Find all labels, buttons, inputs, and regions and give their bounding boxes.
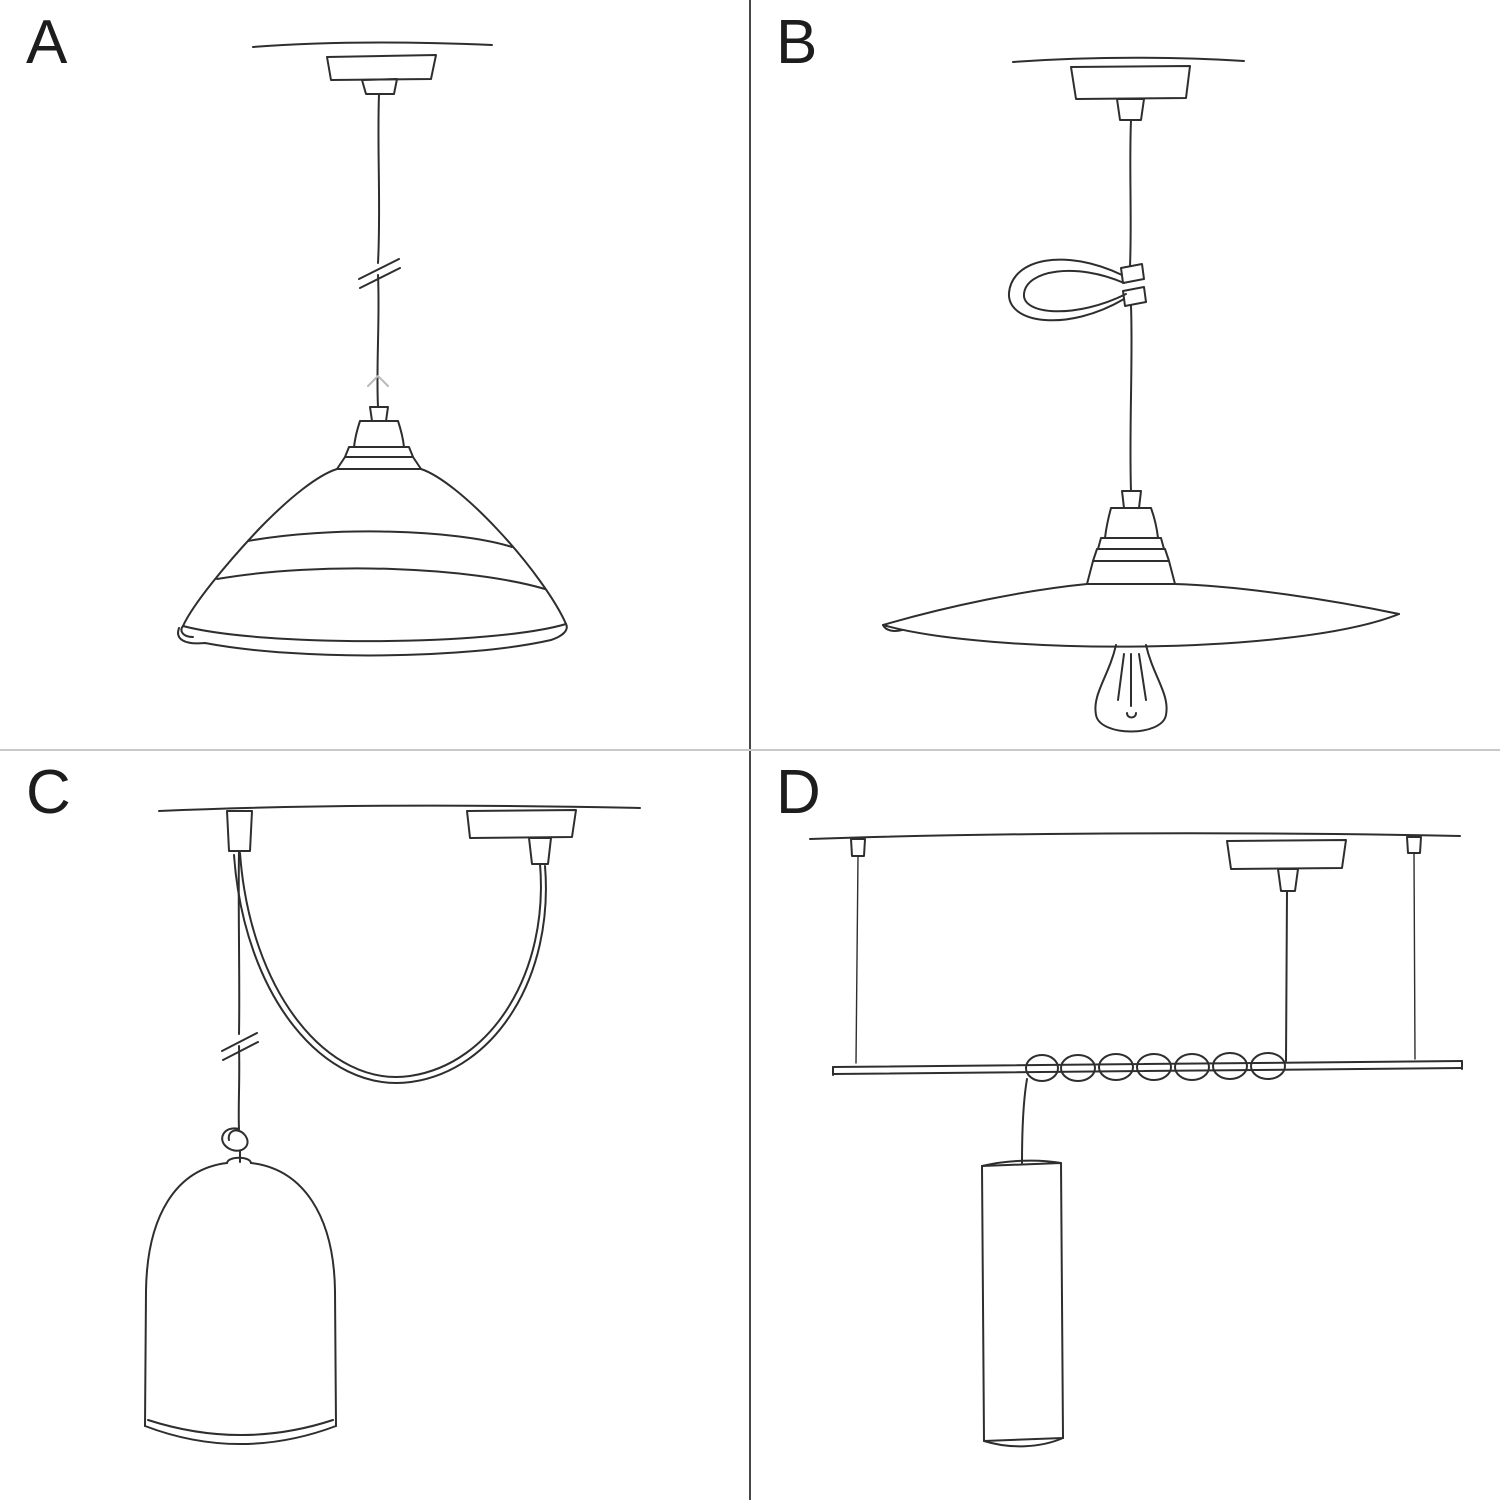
ceiling-line [252,41,493,48]
lamp-holder [336,406,422,470]
pendant-sketch-c-icon [144,804,641,1445]
pendant-cable [358,93,401,408]
bowl-shade [177,468,568,657]
suspension-wires [850,836,1422,1064]
option-d-label: D [776,758,821,827]
ceiling-rose [326,54,437,95]
panel-option-d: D [750,750,1500,1500]
light-bulb [1094,644,1168,733]
ceiling-line [1012,56,1245,63]
dome-shade [144,1156,337,1445]
option-c-label: C [26,758,71,827]
panel-option-c: C [0,750,750,1500]
cable-clip [1007,258,1147,322]
ceiling-hook [226,810,253,852]
tube-shade [981,1159,1064,1448]
coiled-cable [1021,1052,1286,1164]
flat-plate-shade [882,583,1400,648]
panel-option-a: A [0,0,750,750]
ceiling-rose [1226,839,1347,892]
swag-cable [233,852,547,1084]
pendant-sketch-d-icon [809,832,1463,1448]
ceiling-rose [1070,65,1191,121]
horizontal-bar [832,1060,1463,1076]
drop-cable [221,850,259,1130]
pendant-sketch-b-icon [882,56,1400,733]
ceiling-rose [466,809,577,865]
rose-cable [1285,890,1288,1062]
ceiling-line [809,832,1461,840]
ceiling-line [158,804,641,812]
pendant-cable [1129,119,1133,492]
pendant-sketch-a-icon [177,41,568,657]
option-b-label: B [776,8,818,77]
panel-option-b: B [750,0,1500,750]
horizontal-divider [0,749,1500,751]
lamp-holder [1086,490,1176,585]
option-a-label: A [26,8,68,77]
cable-knot [221,1127,249,1163]
